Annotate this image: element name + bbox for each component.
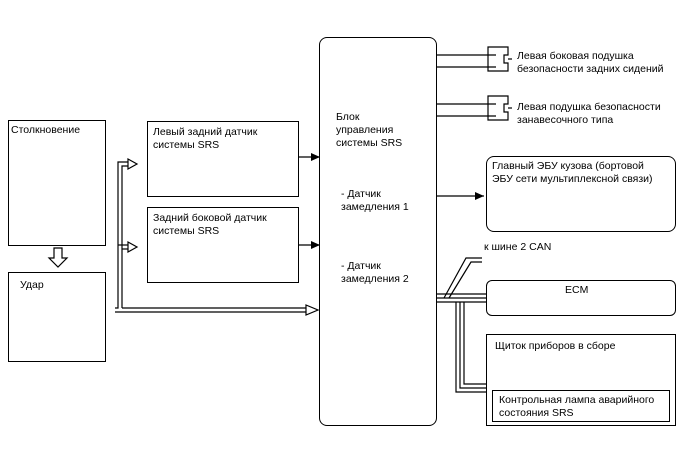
- sensor-rear-side-label: Задний боковой датчик системы SRS: [153, 212, 267, 237]
- airbag-rear-seat-label: Левая боковая подушка безопасности задни…: [517, 50, 664, 75]
- can-bus-label: к шине 2 CAN: [484, 241, 552, 253]
- collision-box: [8, 120, 106, 246]
- combination-meter-label: Щиток приборов в сборе: [495, 340, 616, 352]
- collision-to-impact-arrow: [47, 247, 69, 268]
- impact-box: [8, 272, 106, 362]
- arrow-into-sensor-rear-side: [127, 240, 139, 254]
- arrow-into-srs-unit: [305, 304, 320, 316]
- ecm-box: [486, 280, 676, 316]
- sensor-left-rear-label: Левый задний датчик системы SRS: [153, 126, 258, 151]
- can-bus-lines: [436, 257, 486, 393]
- impact-label: Удар: [20, 279, 44, 291]
- srs-to-rear-seat-airbag-lines: [436, 46, 512, 72]
- body-ecu-label: Главный ЭБУ кузова (бортовой ЭБУ сети му…: [492, 160, 653, 185]
- ecm-label: ECM: [565, 284, 589, 296]
- collision-label: Столкновение: [11, 124, 81, 136]
- body-ecu-box: [486, 156, 676, 232]
- warning-lamp-box: [492, 390, 670, 422]
- sensor-rear-side-box: [147, 207, 299, 283]
- warning-lamp-label: Контрольная лампа аварийного состояния S…: [499, 394, 655, 419]
- deceleration-sensor-2-label: - Датчик замедления 2: [341, 260, 409, 285]
- airbag-curtain-label: Левая подушка безопасности занавесочного…: [517, 101, 661, 126]
- srs-control-unit-box: [319, 37, 437, 426]
- arrow-into-sensor-left-rear: [127, 157, 139, 171]
- impact-signal-bus: [115, 161, 306, 313]
- srs-to-curtain-airbag-lines: [436, 95, 512, 121]
- deceleration-sensor-1-label: - Датчик замедления 1: [341, 188, 409, 213]
- srs-control-unit-title: Блок управления системы SRS: [336, 111, 403, 149]
- sensor-left-rear-box: [147, 121, 299, 197]
